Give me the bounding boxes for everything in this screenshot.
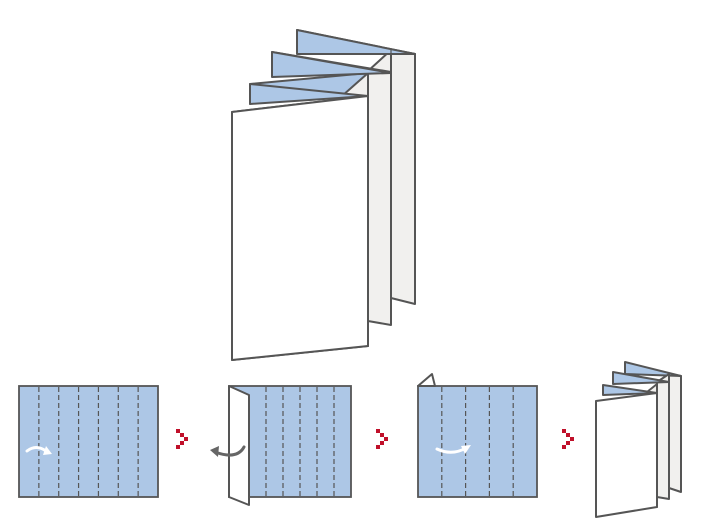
leaflet-back-panel-2 (367, 49, 392, 326)
step-4-back-panel-3 (668, 373, 682, 493)
step-3-arrow-head (461, 445, 471, 454)
leaflet-top-flap-c (249, 83, 369, 105)
step-4-top-panel-3 (624, 361, 682, 377)
step-2-arrow-head (210, 446, 219, 457)
leaflet-back-panel-3 (390, 49, 416, 305)
step-1-arrow-head (43, 446, 52, 455)
step-3-folded-tab (417, 373, 436, 387)
step-4-top-panel-2 (612, 371, 670, 385)
step-4-folded-leaflet-small (595, 361, 682, 518)
step-2-partially-folded (210, 385, 352, 506)
step-4-back-panel-2 (656, 373, 670, 500)
step-4-front-panel (595, 392, 658, 518)
step-separator-red-pixel-chevron-icon (376, 429, 388, 449)
step-1-flat-sheet (18, 385, 159, 498)
step-4-top-panel-1 (602, 384, 658, 396)
step-2-folded-panel (228, 385, 250, 506)
folded-leaflet-large (231, 29, 416, 361)
step-2-fold-lines (265, 387, 335, 496)
step-3-second-fold (417, 373, 538, 498)
step-3-sheet (417, 385, 538, 498)
step-separator-red-pixel-chevron-icon (176, 429, 188, 449)
step-1-sheet (18, 385, 159, 498)
leaflet-top-flap-b (271, 51, 392, 78)
step-3-fold-lines (441, 387, 514, 496)
step-2-curved-arrow-icon (213, 445, 246, 457)
step-1-curved-arrow-icon (25, 446, 48, 453)
step-1-fold-lines (38, 387, 139, 496)
leaflet-front-panel-overlay (231, 95, 369, 361)
leaflet-top-flap-a (296, 29, 416, 55)
step-separator-red-pixel-chevron-icon (562, 429, 574, 449)
